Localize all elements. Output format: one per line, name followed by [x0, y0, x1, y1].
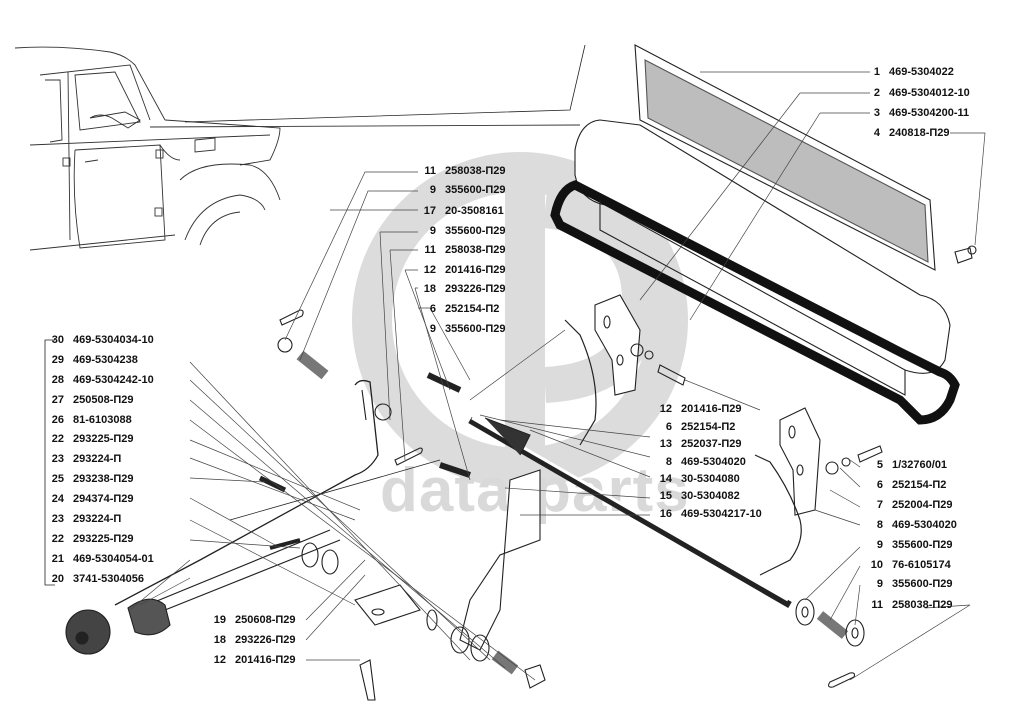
control-shaft — [468, 416, 792, 609]
grille-panel — [550, 44, 960, 425]
bolt-4-illustration — [954, 245, 977, 264]
leader-lines — [129, 71, 986, 681]
spring-10-illustration — [816, 611, 849, 639]
left-lever-assembly — [114, 379, 441, 621]
mounting-bracket-right — [779, 407, 821, 516]
vehicle-inset-illustration — [14, 46, 581, 251]
mounting-bracket-left — [594, 294, 641, 396]
knob-illustration — [65, 598, 171, 655]
